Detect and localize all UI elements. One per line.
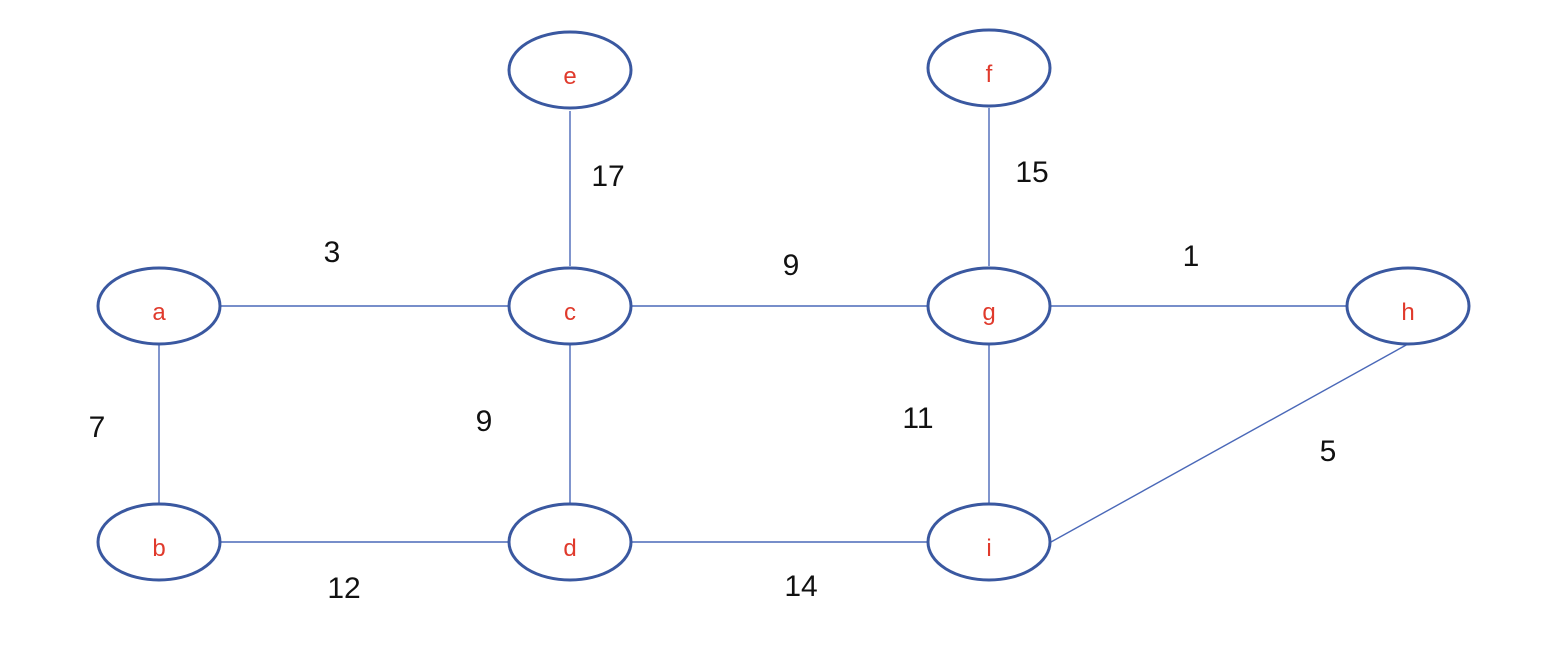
- edge-weight-a-c: 3: [324, 236, 341, 269]
- node-d-label: d: [563, 535, 576, 562]
- node-e: e: [507, 30, 633, 110]
- node-f-label: f: [986, 61, 993, 88]
- node-f-shape: [926, 28, 1052, 108]
- node-i-shape: [926, 502, 1052, 582]
- node-b-label: b: [152, 535, 165, 562]
- edge-h-i: [1050, 343, 1409, 543]
- edge-weight-a-b: 7: [89, 411, 106, 444]
- node-e-label: e: [563, 63, 576, 90]
- node-g-shape: [926, 266, 1052, 346]
- node-h-shape: [1345, 266, 1471, 346]
- node-h-label: h: [1401, 299, 1414, 326]
- edge-weight-c-d: 9: [476, 405, 493, 438]
- edges-group: [158, 108, 1409, 543]
- node-d-shape: [507, 502, 633, 582]
- edge-weights-group: 3 7 17 9 9 15 1 11 5 12 14: [89, 156, 1337, 605]
- edge-weight-d-i: 14: [784, 570, 817, 603]
- edge-weight-f-g: 15: [1015, 156, 1048, 189]
- nodes-group: a b c d e f g: [96, 28, 1471, 582]
- edge-weight-g-h: 1: [1183, 240, 1200, 273]
- node-d: d: [507, 502, 633, 582]
- edge-weight-b-d: 12: [327, 572, 360, 605]
- node-g-label: g: [982, 299, 995, 326]
- node-f: f: [926, 28, 1052, 108]
- edge-weight-g-i: 11: [902, 402, 933, 435]
- node-i-label: i: [986, 535, 991, 562]
- node-c: c: [507, 266, 633, 346]
- node-c-shape: [507, 266, 633, 346]
- node-e-shape: [507, 30, 633, 110]
- edge-weight-c-g: 9: [783, 249, 800, 282]
- node-i: i: [926, 502, 1052, 582]
- node-c-label: c: [564, 299, 576, 326]
- node-h: h: [1345, 266, 1471, 346]
- edge-weight-h-i: 5: [1320, 435, 1337, 468]
- node-a-label: a: [152, 299, 166, 326]
- node-a: a: [96, 266, 222, 346]
- node-a-shape: [96, 266, 222, 346]
- node-b: b: [96, 502, 222, 582]
- node-b-shape: [96, 502, 222, 582]
- edge-weight-e-c: 17: [591, 160, 624, 193]
- node-g: g: [926, 266, 1052, 346]
